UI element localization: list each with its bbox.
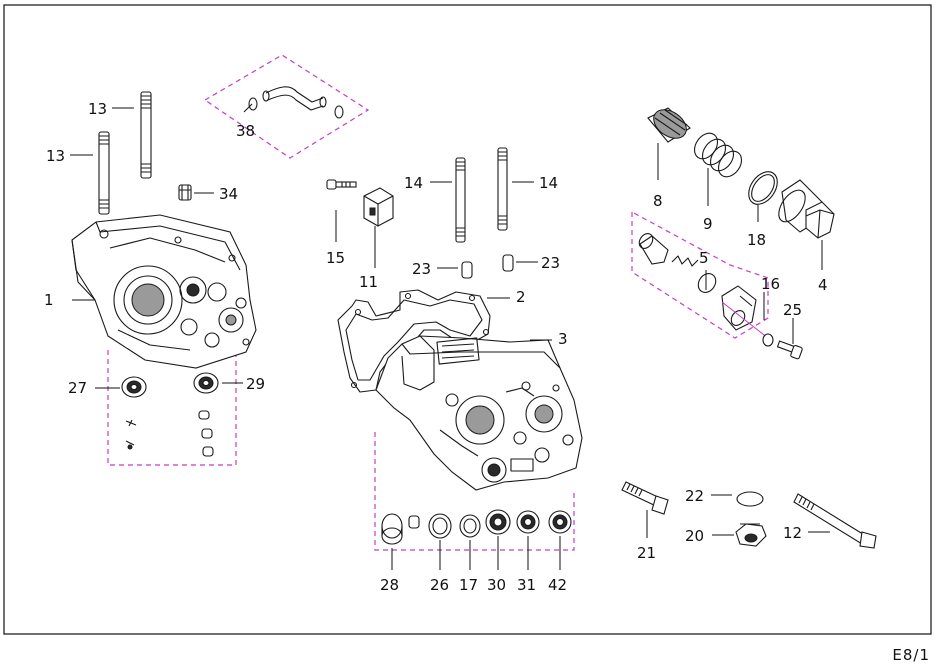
plug-20 <box>735 523 767 547</box>
o-ring-18 <box>748 171 778 205</box>
callout-30: 30 <box>487 576 506 594</box>
callout-4: 4 <box>818 276 828 294</box>
callout-34: 34 <box>219 185 238 203</box>
stud-13-upper <box>140 91 152 179</box>
callout-28: 28 <box>380 576 399 594</box>
group-outline-left-bearings <box>107 350 237 466</box>
dowel-pins-left <box>125 410 214 457</box>
callout-17: 17 <box>459 576 478 594</box>
callout-31: 31 <box>517 576 536 594</box>
bushing-17 <box>459 514 481 538</box>
callout-26: 26 <box>430 576 449 594</box>
callout-20: 20 <box>685 527 704 545</box>
callout-1: 1 <box>44 291 54 309</box>
plunger-5 <box>638 233 669 265</box>
bushing-26 <box>428 513 452 539</box>
callout-42: 42 <box>548 576 567 594</box>
breather-hose <box>248 86 344 119</box>
callout-5: 5 <box>699 249 709 267</box>
group-outline-breather <box>203 54 370 159</box>
callout-23b: 23 <box>541 254 560 272</box>
strainer-screen-8 <box>647 107 691 143</box>
o-ring-valve <box>697 273 717 293</box>
spring-9 <box>693 132 743 178</box>
washer-22 <box>736 491 764 507</box>
callout-14a: 14 <box>404 174 423 192</box>
stud-14-right <box>497 147 508 231</box>
bearing-42 <box>548 510 572 534</box>
washer-valve <box>762 333 774 347</box>
bearing-31 <box>516 510 540 534</box>
callout-15: 15 <box>326 249 345 267</box>
fitting-34 <box>178 184 192 201</box>
dowel-23-right <box>502 254 514 272</box>
callout-16: 16 <box>761 275 780 293</box>
callout-23a: 23 <box>412 260 431 278</box>
callout-25: 25 <box>783 301 802 319</box>
callout-22: 22 <box>685 487 704 505</box>
callout-13b: 13 <box>46 147 65 165</box>
callout-3: 3 <box>558 330 568 348</box>
stud-14-left <box>455 157 466 243</box>
callout-2: 2 <box>516 288 526 306</box>
dowel-23-left <box>461 261 473 279</box>
page-code: E8/1 <box>892 646 930 664</box>
bolt-25 <box>776 340 803 360</box>
callout-14b: 14 <box>539 174 558 192</box>
group-outline-valve <box>631 210 769 339</box>
callout-labels: 13 13 34 38 1 27 29 15 11 14 14 23 23 2 … <box>44 100 828 594</box>
callout-38: 38 <box>236 122 255 140</box>
bolt-12 <box>793 493 877 549</box>
drain-plug-4 <box>778 179 835 239</box>
diagram-border <box>3 4 932 635</box>
stud-13-lower <box>98 131 110 215</box>
bearing-30 <box>485 509 511 535</box>
group-outline-right-bearings <box>374 432 575 551</box>
right-crankcase <box>375 335 583 491</box>
bolt-21 <box>621 481 669 515</box>
callout-21: 21 <box>637 544 656 562</box>
valve-body-16 <box>721 285 757 331</box>
callout-29: 29 <box>246 375 265 393</box>
pin-small <box>408 515 420 529</box>
callout-18: 18 <box>747 231 766 249</box>
bolt-15 <box>326 179 357 190</box>
callout-27: 27 <box>68 379 87 397</box>
bushing-28 <box>381 513 403 545</box>
leader-lines <box>70 103 830 570</box>
block-11 <box>363 187 394 227</box>
bearing-27 <box>121 376 147 398</box>
callout-13a: 13 <box>88 100 107 118</box>
valve-spring <box>671 255 699 267</box>
callout-12: 12 <box>783 524 802 542</box>
valve-axis <box>721 301 769 339</box>
callout-9: 9 <box>703 215 713 233</box>
left-crankcase <box>71 214 257 369</box>
callout-8: 8 <box>653 192 663 210</box>
callout-11: 11 <box>359 273 378 291</box>
bearing-29 <box>193 372 219 394</box>
